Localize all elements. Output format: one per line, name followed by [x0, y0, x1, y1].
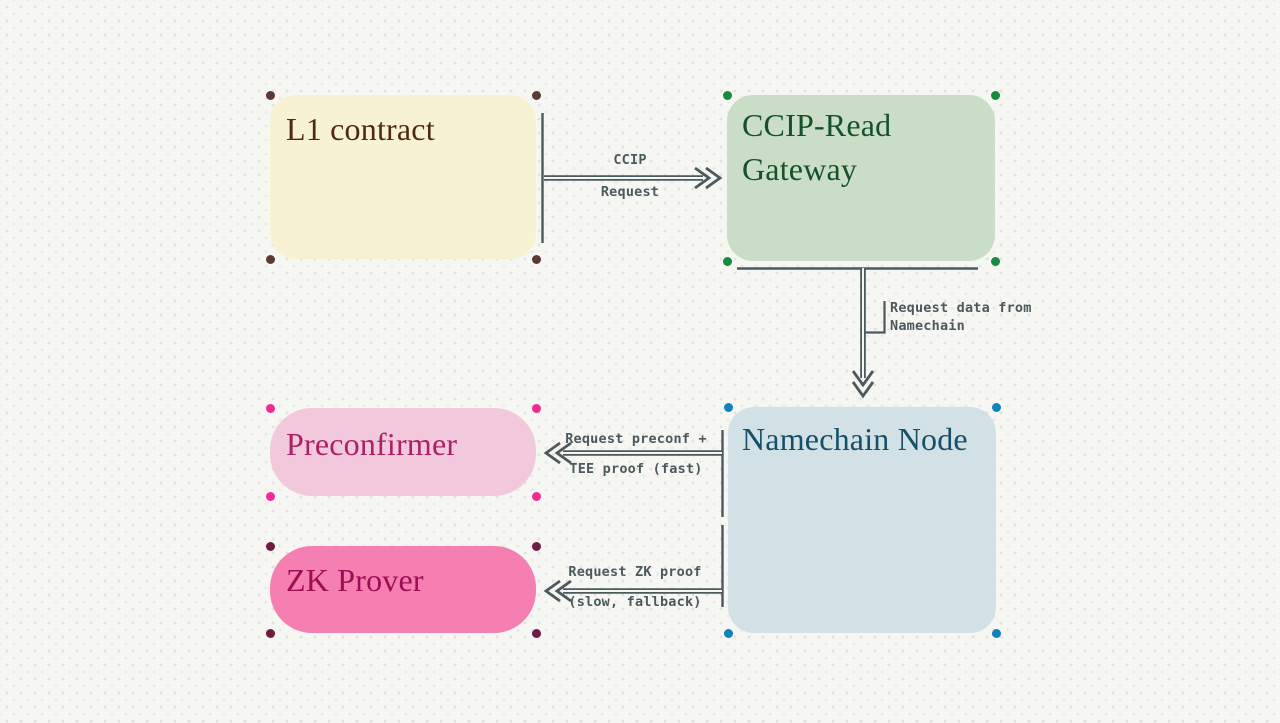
selection-handle: [531, 628, 541, 638]
label-leader-line: [864, 301, 886, 334]
edge-label-line: (slow, fallback): [568, 594, 702, 610]
selection-handle: [265, 403, 275, 413]
selection-handle: [265, 541, 275, 551]
selection-handle: [265, 628, 275, 638]
node-label: Namechain Node: [742, 421, 968, 457]
edge-label-request-data: Request data from Namechain: [890, 301, 1032, 333]
node-label: CCIP-Read Gateway: [742, 107, 892, 187]
selection-handle: [722, 256, 732, 266]
edge-label-request-zk: Request ZK proof (slow, fallback): [551, 565, 719, 609]
node-zk-prover: ZK Prover: [265, 541, 541, 638]
edge-label-line: Request preconf +: [565, 431, 707, 447]
node-namechain-node: Namechain Node: [723, 402, 1001, 638]
selection-handle: [531, 254, 541, 264]
node-l1-contract: L1 contract: [265, 90, 541, 264]
edge-label-line: TEE proof (fast): [569, 461, 703, 477]
edge-label-line: Request data from: [890, 300, 1032, 316]
selection-handle: [531, 403, 541, 413]
selection-handle: [991, 402, 1001, 412]
selection-handle: [265, 491, 275, 501]
selection-handle: [722, 90, 732, 100]
selection-handle: [991, 628, 1001, 638]
node-label: L1 contract: [286, 111, 435, 147]
edge-label-line: Namechain: [890, 318, 965, 334]
edge-label-request-preconf: Request preconf + TEE proof (fast): [552, 432, 720, 476]
selection-handle: [531, 491, 541, 501]
selection-handle: [265, 254, 275, 264]
selection-handle: [723, 628, 733, 638]
node-ccip-read-gateway: CCIP-Read Gateway: [722, 90, 1000, 266]
arrowhead-down-icon: [851, 370, 875, 388]
node-label: Preconfirmer: [286, 426, 458, 462]
edge-label-line: Request ZK proof: [568, 564, 702, 580]
node-preconfirmer: Preconfirmer: [265, 403, 541, 501]
selection-handle: [531, 541, 541, 551]
selection-handle: [990, 256, 1000, 266]
edge-label-line: CCIP: [613, 152, 647, 168]
selection-handle: [531, 90, 541, 100]
node-label: ZK Prover: [286, 562, 424, 598]
edge-label-ccip-request: CCIP Request: [546, 153, 714, 199]
selection-handle: [265, 90, 275, 100]
selection-handle: [990, 90, 1000, 100]
edge-label-line: Request: [600, 184, 660, 200]
selection-handle: [723, 402, 733, 412]
arrowhead-down-icon: [851, 381, 875, 399]
